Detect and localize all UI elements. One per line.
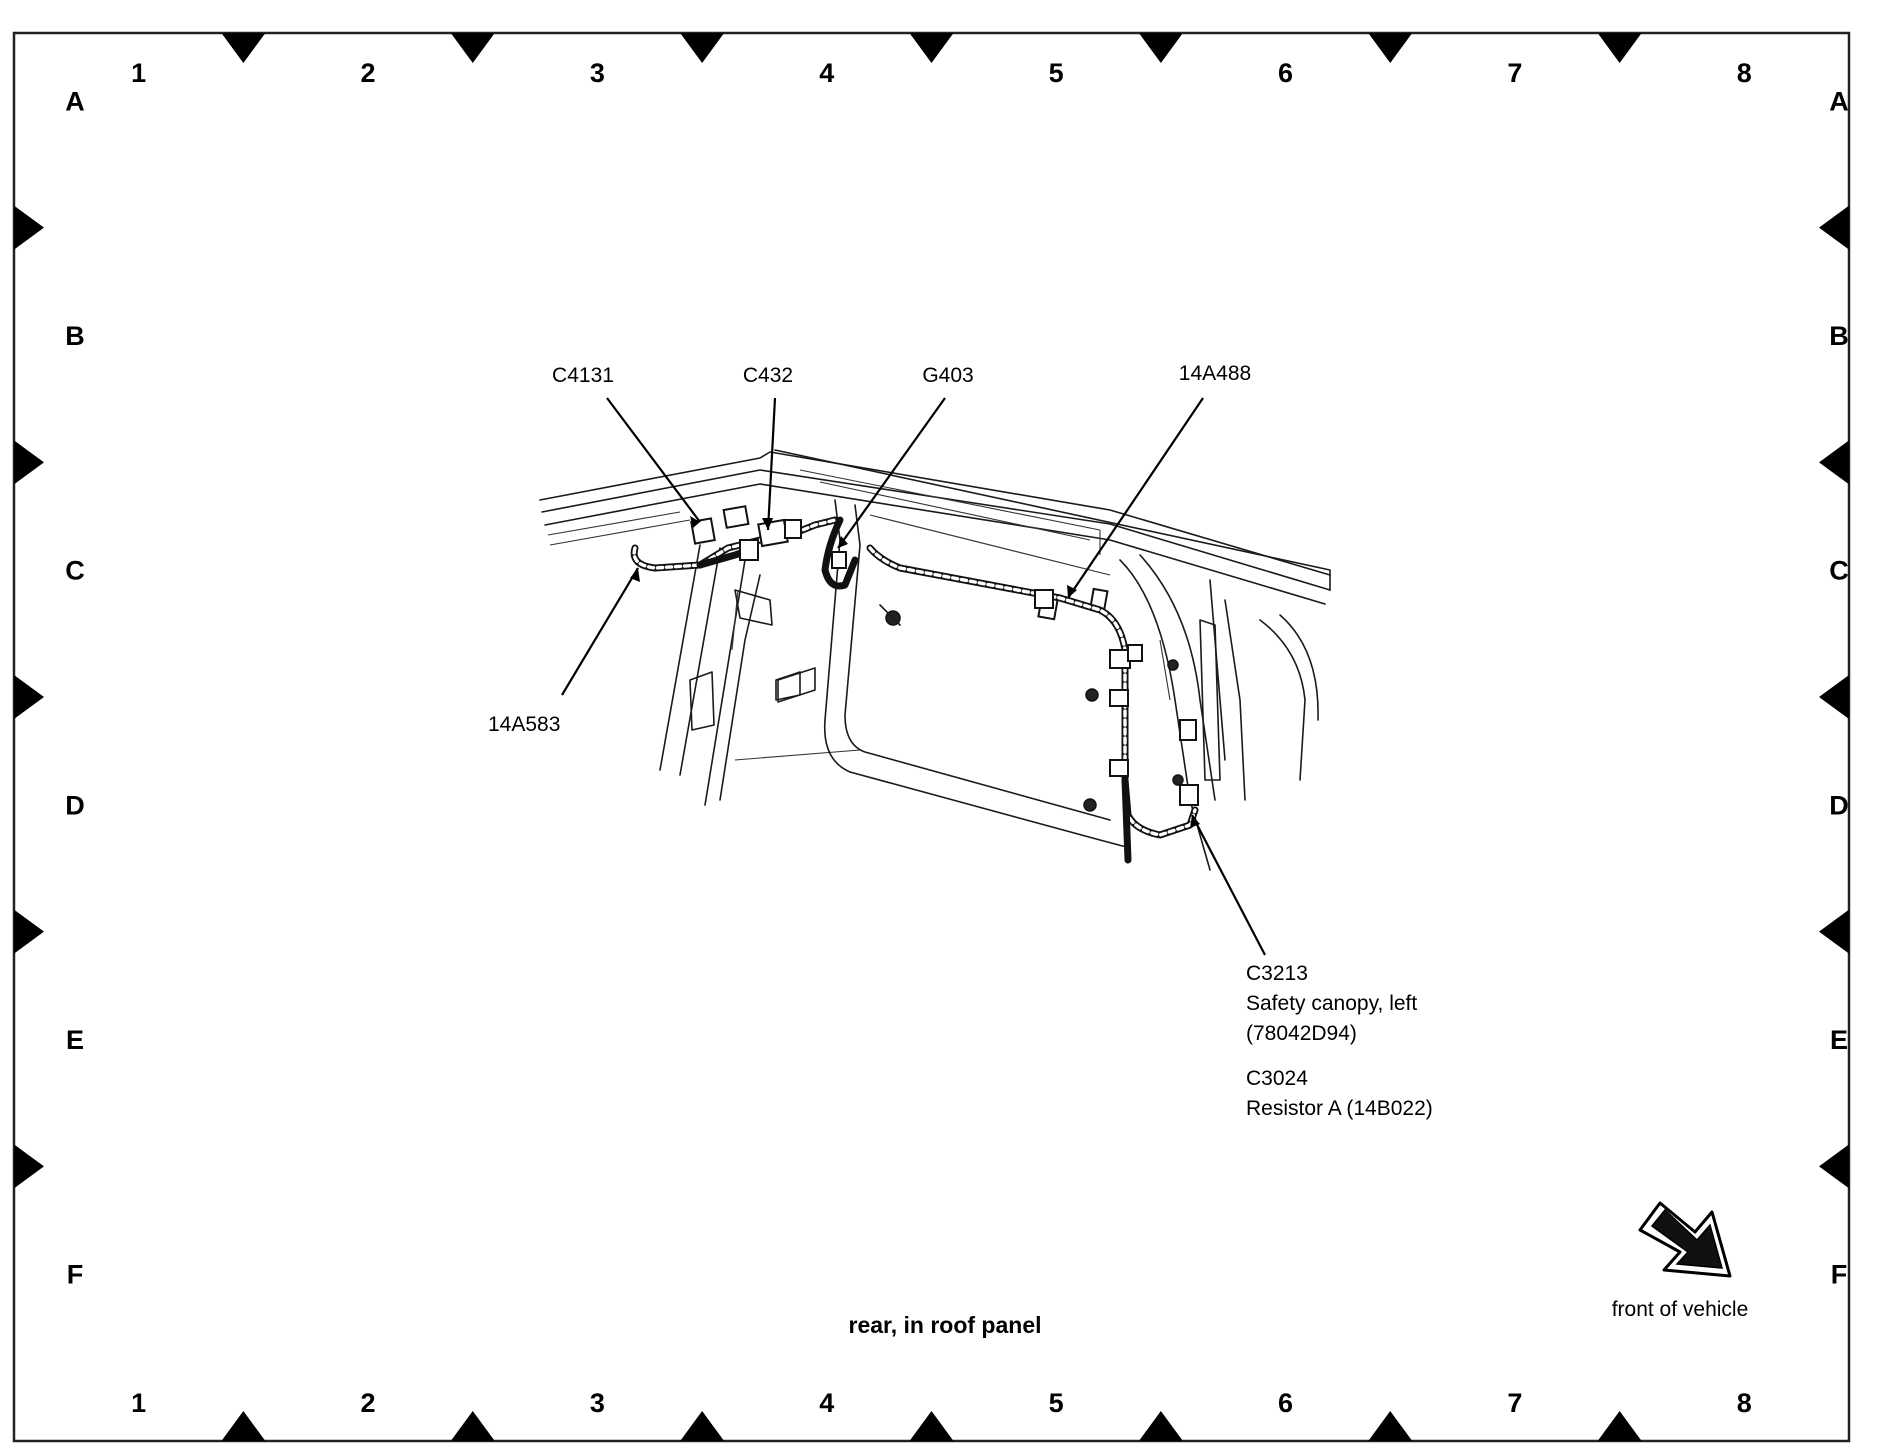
frame-tick-left: [14, 909, 44, 954]
frame-tick-right: [1819, 909, 1849, 954]
row-labels-left: A B C D E F: [65, 86, 85, 1289]
column-label-top-4: 4: [819, 58, 834, 88]
row-label-right-B: B: [1829, 321, 1849, 351]
column-label-top-6: 6: [1278, 58, 1293, 88]
column-label-top-2: 2: [361, 58, 376, 88]
row-label-right-C: C: [1829, 556, 1849, 586]
column-label-bottom-3: 3: [590, 1388, 605, 1418]
frame-tick-left: [14, 205, 44, 250]
front-of-vehicle-arrow-icon: [1638, 1201, 1732, 1278]
callout-g403: G403: [922, 364, 973, 387]
row-label-left-D: D: [65, 790, 85, 820]
callout-c3213-id: C3213: [1246, 962, 1308, 985]
column-label-bottom-1: 1: [131, 1388, 146, 1418]
frame-tick-right: [1819, 440, 1849, 485]
column-label-bottom-7: 7: [1507, 1388, 1522, 1418]
frame-tick-bottom: [1597, 1411, 1642, 1441]
frame-tick-left: [14, 440, 44, 485]
frame-tick-right: [1819, 675, 1849, 719]
row-label-left-B: B: [65, 321, 85, 351]
row-labels-right: A B C D E F: [1829, 86, 1849, 1289]
column-label-bottom-6: 6: [1278, 1388, 1293, 1418]
column-label-top-1: 1: [131, 58, 146, 88]
frame-tick-bottom: [450, 1411, 495, 1441]
column-labels-bottom: 1 2 3 4 5 6 7 8: [131, 1388, 1752, 1418]
column-label-bottom-2: 2: [361, 1388, 376, 1418]
row-label-right-A: A: [1829, 86, 1849, 116]
vehicle-body-drawing: [539, 449, 1331, 871]
frame-tick-right: [1819, 1144, 1849, 1189]
frame-tick-left: [14, 675, 44, 719]
callout-14a583: 14A583: [488, 713, 560, 736]
callout-c3024-id: C3024: [1246, 1067, 1308, 1090]
frame-tick-top: [221, 33, 266, 63]
frame-tick-top: [450, 33, 495, 63]
callout-14a488: 14A488: [1179, 362, 1251, 385]
column-labels-top: 1 2 3 4 5 6 7 8: [131, 58, 1752, 88]
frame-tick-right: [1819, 205, 1849, 250]
frame-tick-top: [1138, 33, 1183, 63]
column-label-bottom-5: 5: [1049, 1388, 1064, 1418]
frame-tick-top: [1597, 33, 1642, 63]
frame-tick-top: [909, 33, 954, 63]
column-label-bottom-4: 4: [819, 1388, 834, 1418]
diagram-frame: [12, 31, 1851, 1443]
callout-c432: C432: [743, 364, 793, 387]
frame-tick-top: [680, 33, 725, 63]
callout-leader-lines: [561, 397, 1266, 956]
callout-arrowheads: [630, 516, 1200, 828]
row-label-right-E: E: [1830, 1025, 1848, 1055]
callout-c3213-desc: Safety canopy, left: [1246, 992, 1417, 1015]
frame-tick-left: [14, 1144, 44, 1189]
frame-tick-bottom: [1138, 1411, 1183, 1441]
callout-c3213-part: (78042D94): [1246, 1022, 1357, 1045]
column-label-top-8: 8: [1737, 58, 1752, 88]
frame-tick-marks: [14, 33, 1849, 1441]
column-label-top-7: 7: [1507, 58, 1522, 88]
frame-tick-bottom: [909, 1411, 954, 1441]
diagram-caption: rear, in roof panel: [849, 1312, 1042, 1338]
row-label-left-E: E: [66, 1025, 84, 1055]
frame-tick-bottom: [680, 1411, 725, 1441]
front-of-vehicle-label: front of vehicle: [1612, 1298, 1749, 1321]
row-label-left-C: C: [65, 556, 85, 586]
column-label-top-3: 3: [590, 58, 605, 88]
column-label-top-5: 5: [1049, 58, 1064, 88]
frame-tick-top: [1368, 33, 1413, 63]
wiring-harness: [630, 505, 1199, 864]
row-label-right-F: F: [1831, 1260, 1848, 1290]
row-label-left-F: F: [67, 1260, 84, 1290]
row-label-right-D: D: [1829, 790, 1849, 820]
frame-tick-bottom: [1368, 1411, 1413, 1441]
frame-tick-bottom: [221, 1411, 266, 1441]
callout-c4131: C4131: [552, 364, 614, 387]
callout-c3024-desc: Resistor A (14B022): [1246, 1097, 1433, 1120]
column-label-bottom-8: 8: [1737, 1388, 1752, 1418]
row-label-left-A: A: [65, 86, 85, 116]
